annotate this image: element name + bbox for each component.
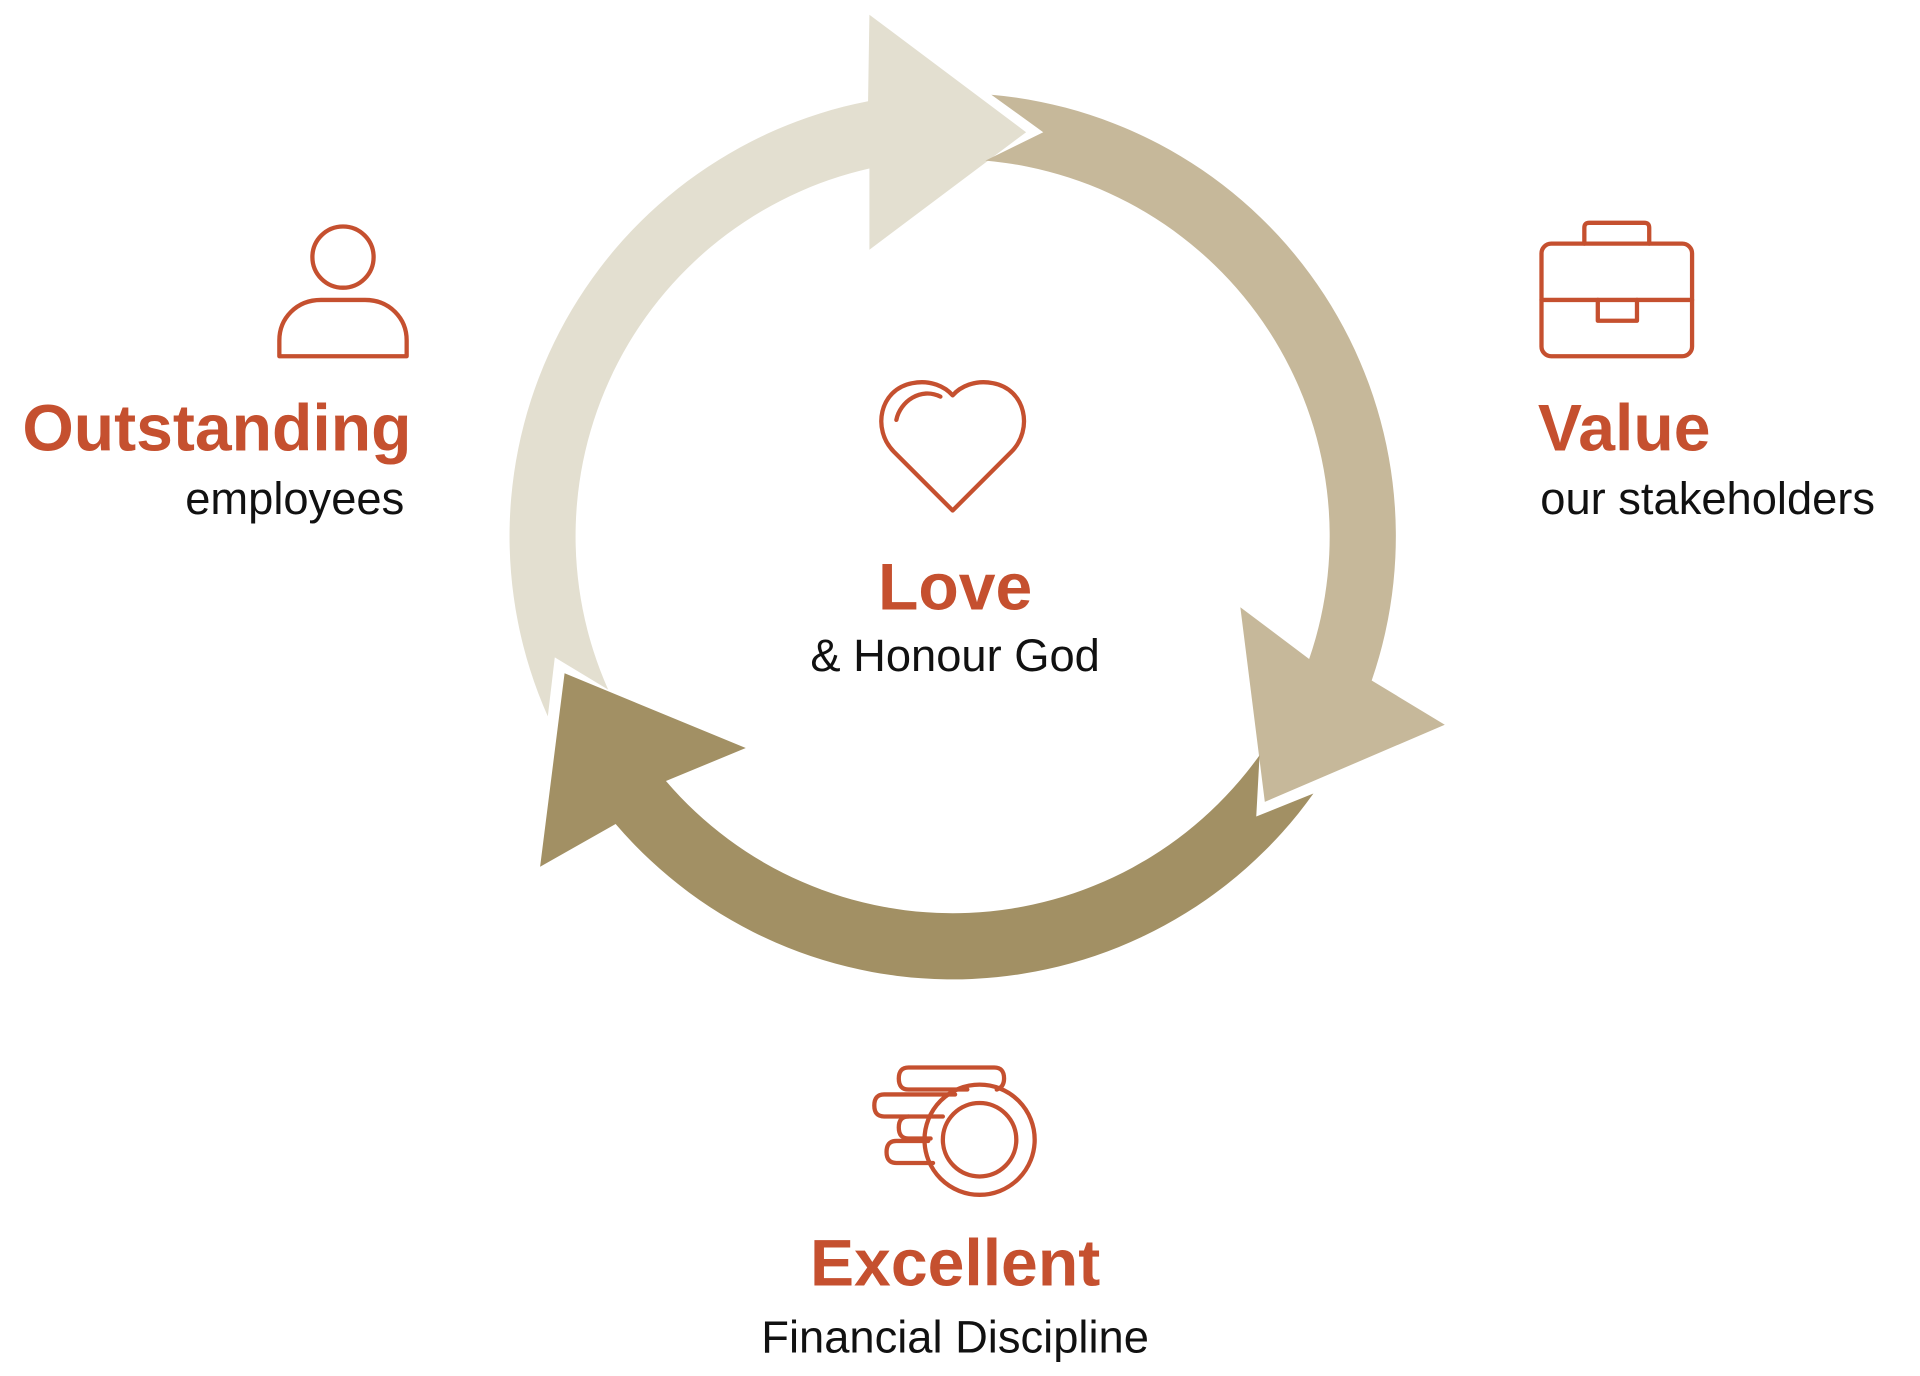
employees-subtitle: employees (185, 473, 404, 524)
briefcase-icon (1539, 220, 1695, 359)
financial-subtitle: Financial Discipline (761, 1312, 1149, 1363)
cycle-arrow-financial-to-employees (540, 673, 1314, 980)
financial-title: Excellent (810, 1226, 1100, 1300)
value-subtitle: our stakeholders (1540, 473, 1875, 524)
cycle-arrow-employees-to-value (509, 14, 1027, 717)
person-icon (277, 224, 409, 359)
coins-icon (872, 1065, 1037, 1197)
heart-icon (879, 380, 1027, 513)
employees-title: Outstanding (22, 392, 411, 466)
cycle-arrow-value-to-financial (985, 94, 1445, 802)
center-title: Love (878, 551, 1032, 625)
value-title: Value (1538, 392, 1711, 466)
center-subtitle: & Honour God (810, 630, 1099, 681)
